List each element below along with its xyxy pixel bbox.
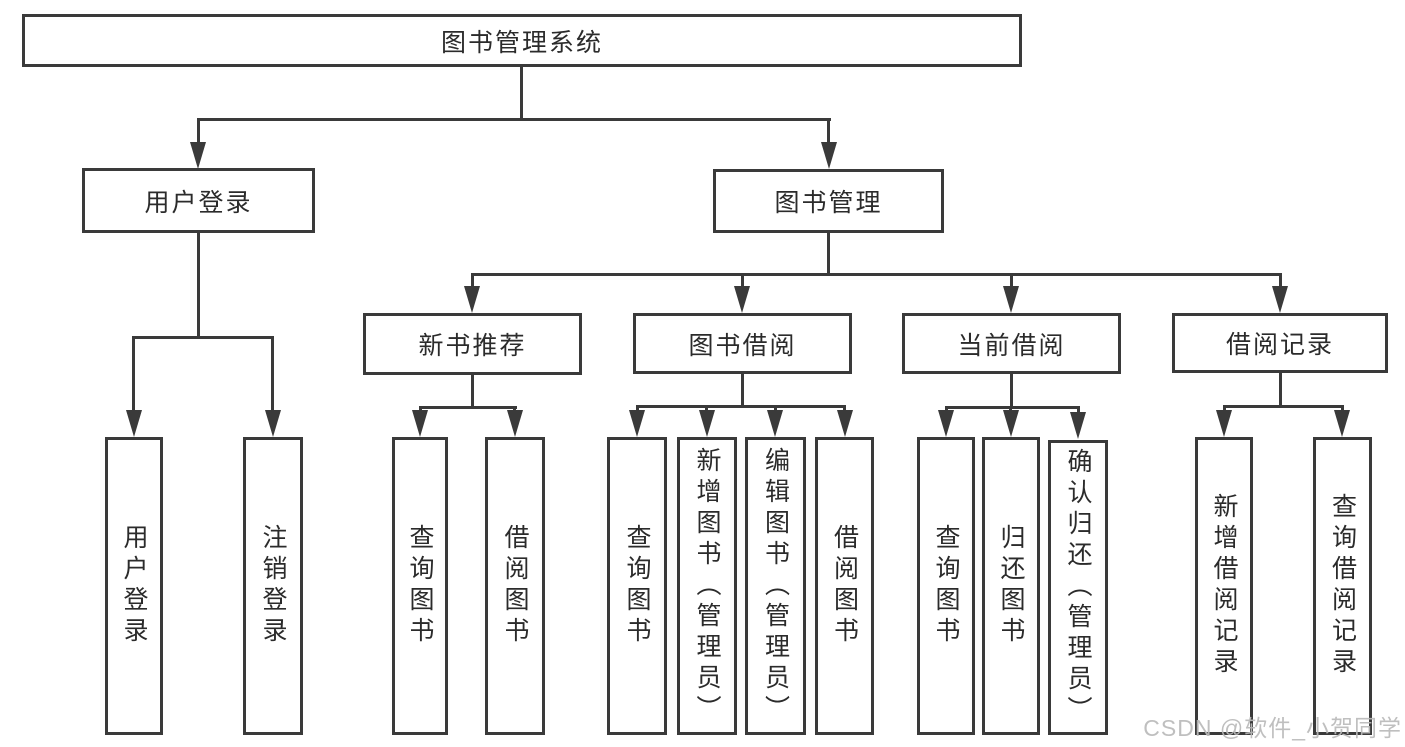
connector-line [1077,406,1080,414]
connector-line [1223,405,1226,413]
leaf-borrow-add-admin: 新增图书（管理员） [677,437,737,735]
connector-line [471,273,1281,276]
leaf-borrow-borrow: 借阅图书 [815,437,874,735]
node-user-login: 用户登录 [82,168,315,233]
leaf-logout: 注销登录 [243,437,303,735]
connector-line [1223,405,1343,408]
connector-line [132,336,274,339]
arrow-down-icon [1272,286,1288,313]
arrow-down-icon [126,410,142,437]
leaf-newbooks-query: 查询图书 [392,437,448,735]
arrow-down-icon [1070,412,1086,439]
arrow-down-icon [190,142,206,169]
leaf-borrow-query: 查询图书 [607,437,667,735]
connector-line [419,406,517,409]
node-library-system: 图书管理系统 [22,14,1022,67]
node-current-borrow: 当前借阅 [902,313,1121,374]
connector-line [636,405,846,408]
leaf-records-add: 新增借阅记录 [1195,437,1253,735]
arrow-down-icon [1334,410,1350,437]
arrow-down-icon [1003,286,1019,313]
arrow-down-icon [265,410,281,437]
connector-line [843,405,846,413]
arrow-down-icon [699,410,715,437]
node-book-borrow: 图书借阅 [633,313,852,374]
connector-line [271,336,274,412]
connector-line [1010,374,1013,406]
leaf-current-return: 归还图书 [982,437,1040,735]
connector-line [132,336,135,412]
arrow-down-icon [1003,410,1019,437]
connector-line [197,118,200,146]
arrow-down-icon [507,410,523,437]
connector-line [945,406,1079,409]
leaf-newbooks-borrow: 借阅图书 [485,437,545,735]
connector-line [197,233,200,339]
arrow-down-icon [412,410,428,437]
connector-line [774,405,777,413]
arrow-down-icon [837,410,853,437]
arrow-down-icon [629,410,645,437]
arrow-down-icon [464,286,480,313]
connector-line [520,67,523,118]
leaf-current-query: 查询图书 [917,437,975,735]
node-new-book-recommend: 新书推荐 [363,313,582,375]
connector-line [705,405,708,413]
connector-line [1010,273,1013,289]
arrow-down-icon [1216,410,1232,437]
connector-line [827,233,830,273]
arrow-down-icon [938,410,954,437]
arrow-down-icon [821,142,837,169]
connector-line [741,273,744,289]
node-book-management: 图书管理 [713,169,944,233]
leaf-borrow-edit-admin: 编辑图书（管理员） [745,437,806,735]
leaf-records-query: 查询借阅记录 [1313,437,1372,735]
watermark: CSDN @软件_小贺同学 [1143,715,1402,741]
arrow-down-icon [734,286,750,313]
connector-line [1279,273,1282,289]
connector-line [471,273,474,289]
connector-line [1279,373,1282,405]
connector-line [197,118,831,121]
connector-line [741,374,744,405]
arrow-down-icon [767,410,783,437]
connector-line [1341,405,1344,413]
connector-line [471,375,474,406]
leaf-current-confirm-admin: 确认归还（管理员） [1048,440,1108,735]
node-borrow-records: 借阅记录 [1172,313,1388,373]
leaf-user-login: 用户登录 [105,437,163,735]
connector-line [636,405,639,413]
connector-line [827,118,830,146]
